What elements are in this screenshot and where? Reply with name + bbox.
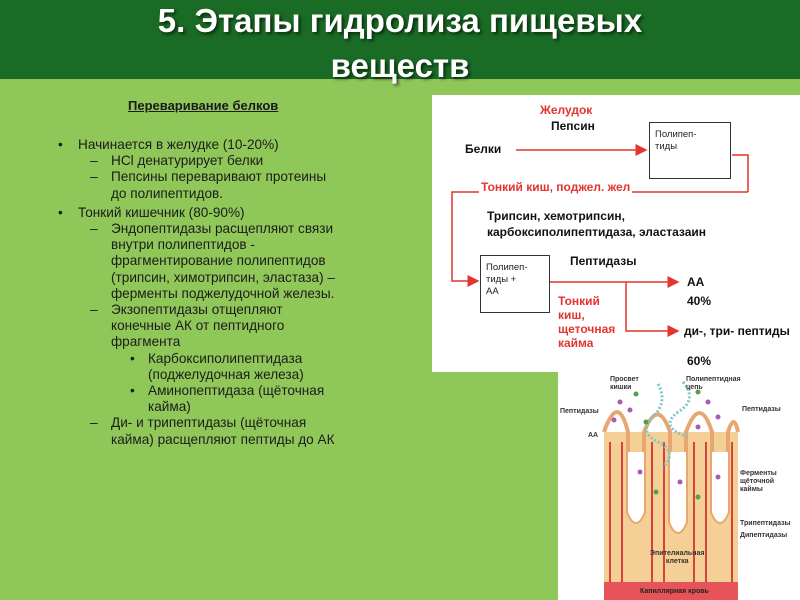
polypeptides-aa-box: Полипеп- тиды + АА bbox=[480, 255, 550, 313]
box1-line2: тиды bbox=[655, 141, 678, 152]
epithelial-line2: клетка bbox=[665, 558, 689, 565]
bullet-text: Карбоксиполипептидаза bbox=[148, 350, 303, 366]
proteins-label: Белки bbox=[465, 142, 502, 156]
box2-line2: тиды + bbox=[486, 274, 517, 285]
bullet-text: конечные АК от пептидного bbox=[111, 318, 285, 334]
bullet-text: внутри полипептидов - bbox=[111, 237, 255, 253]
title-bar bbox=[0, 0, 800, 79]
polypeptide-chain-label: Полипептидная цепь bbox=[686, 376, 741, 392]
polypeptide-line2: цепь bbox=[686, 384, 703, 391]
lumen-line2: кишки bbox=[610, 384, 632, 391]
tripeptidases-label: Трипептидазы bbox=[740, 520, 791, 527]
box2-line3: АА bbox=[486, 286, 499, 297]
aa-label: АА bbox=[687, 275, 705, 289]
di-tri-peptides-label: ди-, три- пептиды bbox=[684, 324, 790, 338]
bullet-marker: • bbox=[58, 137, 63, 152]
bullet-text: Эндопептидазы расщепляют связи bbox=[111, 221, 334, 236]
bullet-text: Тонкий кишечник (80-90%) bbox=[78, 204, 245, 220]
pepsin-label: Пепсин bbox=[551, 119, 595, 133]
bullet-text: фрагмента bbox=[111, 334, 181, 350]
box1-line1: Полипеп- bbox=[655, 129, 697, 140]
bullet-marker: • bbox=[130, 350, 135, 366]
bullet-text: (трипсин, химотрипсин, эластаза) – bbox=[111, 269, 335, 285]
bullet-text: до полипептидов. bbox=[111, 185, 224, 201]
section-subtitle: Переваривание белков bbox=[128, 98, 279, 113]
small-intestine-pancreas-label: Тонкий киш, поджел. жел bbox=[479, 180, 633, 194]
title-line-2: веществ bbox=[330, 47, 470, 84]
box2-line1: Полипеп- bbox=[486, 262, 528, 273]
brush-border-label: Тонкий киш, щеточная кайма bbox=[558, 294, 615, 350]
capillary-blood-label: Капиллярная кровь bbox=[640, 588, 709, 595]
peptidases-right-label: Пептидазы bbox=[742, 406, 781, 413]
brush-line3: щеточная bbox=[558, 322, 616, 336]
bullet-text: Пепсины переваривают протеины bbox=[111, 169, 327, 185]
brush-enzymes-line1: Ферменты bbox=[740, 470, 777, 477]
brush-enzymes-line2: щёточной bbox=[740, 478, 775, 485]
epithelial-cell-label: Эпителиальная клетка bbox=[650, 550, 704, 566]
bullet-text: кайма) расщепляют пептиды до АК bbox=[111, 431, 335, 447]
arrow-to-box2 bbox=[451, 203, 480, 287]
bullet-marker: • bbox=[130, 383, 135, 398]
protein-digestion-diagram: Желудок Пепсин Белки Полипеп- тиды Тонки… bbox=[432, 95, 800, 372]
title-line-1: 5. Этапы гидролиза пищевых bbox=[157, 2, 643, 39]
arrow-to-di-tri bbox=[625, 282, 680, 337]
bullet-text: фрагментирование полипептидов bbox=[111, 253, 326, 269]
epithelial-line1: Эпителиальная bbox=[650, 550, 705, 557]
brush-enzymes-label: Ферменты щёточной каймы bbox=[740, 470, 777, 494]
arrow-loop-right bbox=[732, 154, 749, 192]
bullet-marker: – bbox=[90, 415, 98, 431]
stomach-label: Желудок bbox=[540, 103, 593, 117]
polypeptide-line1: Полипептидная bbox=[686, 376, 741, 383]
bullet-text: Начинается в желудке (10-20%) bbox=[78, 137, 279, 152]
arrow-loop-left bbox=[451, 191, 748, 203]
bullet-text: Экзопептидазы отщепляют bbox=[111, 302, 283, 317]
diagram-arrows bbox=[451, 144, 749, 337]
brush-line1: Тонкий bbox=[558, 294, 600, 308]
bullet-text: Ди- и трипептидазы (щёточная bbox=[111, 415, 307, 431]
aa-percent: 40% bbox=[687, 294, 712, 308]
bullet-marker: – bbox=[90, 153, 98, 169]
bullet-text: кайма) bbox=[148, 399, 191, 415]
bullet-text: HCl денатурирует белки bbox=[111, 153, 264, 169]
aa-illustration-label: АА bbox=[588, 432, 599, 439]
lumen-label: Просвет кишки bbox=[610, 376, 639, 392]
brush-line4: кайма bbox=[558, 336, 594, 350]
enzymes-line2: карбоксиполипептидаза, эластазаин bbox=[487, 225, 707, 239]
bullet-text: Аминопептидаза (щёточная bbox=[148, 383, 325, 398]
peptidases-label: Пептидазы bbox=[570, 254, 637, 268]
dipeptidases-label: Дипептидазы bbox=[740, 532, 788, 539]
lumen-line1: Просвет bbox=[610, 376, 639, 383]
intestinal-villi-illustration: Просвет кишки Полипептидная цепь Пептида… bbox=[558, 372, 800, 600]
villi-drawing bbox=[602, 381, 740, 600]
brush-line2: киш, bbox=[558, 308, 585, 322]
brush-enzymes-line3: каймы bbox=[740, 486, 763, 493]
bullet-marker: • bbox=[58, 204, 63, 220]
bullet-marker: – bbox=[90, 302, 98, 317]
bullet-text: ферменты поджелудочной железы. bbox=[111, 285, 335, 301]
bullet-marker: – bbox=[90, 221, 98, 236]
bullet-marker: – bbox=[90, 169, 98, 185]
peptidases-left-label: Пептидазы bbox=[560, 408, 599, 415]
polypeptides-box: Полипеп- тиды bbox=[649, 122, 731, 179]
di-tri-percent: 60% bbox=[687, 354, 712, 368]
bullet-text: (поджелудочная железа) bbox=[148, 366, 304, 382]
enzymes-line1: Трипсин, хемотрипсин, bbox=[487, 209, 625, 223]
